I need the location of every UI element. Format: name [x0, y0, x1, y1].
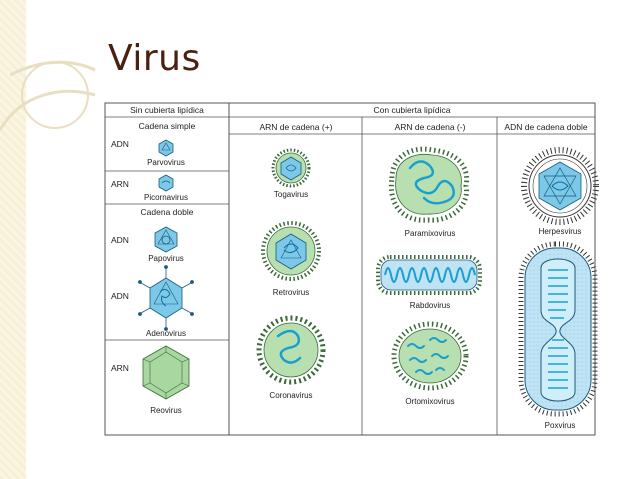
- virus-label-poxvirus: Poxvirus: [545, 421, 576, 430]
- header-sin-cubierta: Sin cubierta lipídica: [130, 105, 204, 115]
- virus-label-herpesvirus: Herpesvirus: [539, 227, 582, 236]
- table-frame: [104, 102, 596, 436]
- picornavirus-illustration: [158, 174, 174, 192]
- virus-label-parvovirus: Parvovirus: [147, 158, 185, 167]
- herpesvirus-illustration: [521, 147, 599, 225]
- section-cadena-doble: Cadena doble: [141, 207, 194, 217]
- virus-label-rabdovirus: Rabdovirus: [410, 301, 450, 310]
- genome-label-arn: ARN: [111, 179, 129, 189]
- adenovirus-illustration: [138, 265, 194, 331]
- subheader-cadena-simple: Cadena simple: [139, 121, 196, 131]
- subheader-arn-negativo: ARN de cadena (-): [395, 122, 466, 132]
- decorative-sidebar: [0, 0, 26, 479]
- parvovirus-illustration: [158, 139, 174, 157]
- virus-label-togavirus: Togavirus: [274, 190, 308, 199]
- virus-label-picornavirus: Picornavirus: [144, 193, 188, 202]
- papovirus-illustration: [154, 226, 178, 253]
- virus-label-paramixovirus: Paramixovirus: [405, 229, 456, 238]
- genome-label-adn: ADN: [111, 139, 129, 149]
- virus-label-reovirus: Reovirus: [150, 406, 182, 415]
- virus-label-retrovirus: Retrovirus: [273, 288, 309, 297]
- retrovirus-illustration: [261, 221, 321, 281]
- genome-label-adn: ADN: [111, 291, 129, 301]
- reovirus-illustration: [142, 345, 190, 400]
- virus-label-ortomixovirus: Ortomixovirus: [405, 397, 454, 406]
- virus-label-adenovirus: Adenovirus: [146, 329, 186, 338]
- coronavirus-illustration: [256, 315, 326, 385]
- header-con-cubierta: Con cubierta lipídica: [373, 105, 450, 115]
- genome-label-adn: ADN: [111, 235, 129, 245]
- paramixovirus-illustration: [388, 146, 470, 223]
- slide-title: Virus: [108, 38, 201, 79]
- genome-label-arn: ARN: [111, 363, 129, 373]
- virus-label-papovirus: Papovirus: [148, 254, 184, 263]
- poxvirus-illustration: [518, 241, 598, 417]
- decorative-curves: [0, 60, 96, 131]
- subheader-adn-doble: ADN de cadena doble: [504, 122, 587, 132]
- rabdovirus-illustration: [376, 255, 482, 295]
- togavirus-illustration: [271, 148, 311, 188]
- virus-label-coronavirus: Coronavirus: [269, 391, 312, 400]
- ortomixovirus-illustration: [391, 321, 469, 391]
- subheader-arn-positivo: ARN de cadena (+): [260, 122, 333, 132]
